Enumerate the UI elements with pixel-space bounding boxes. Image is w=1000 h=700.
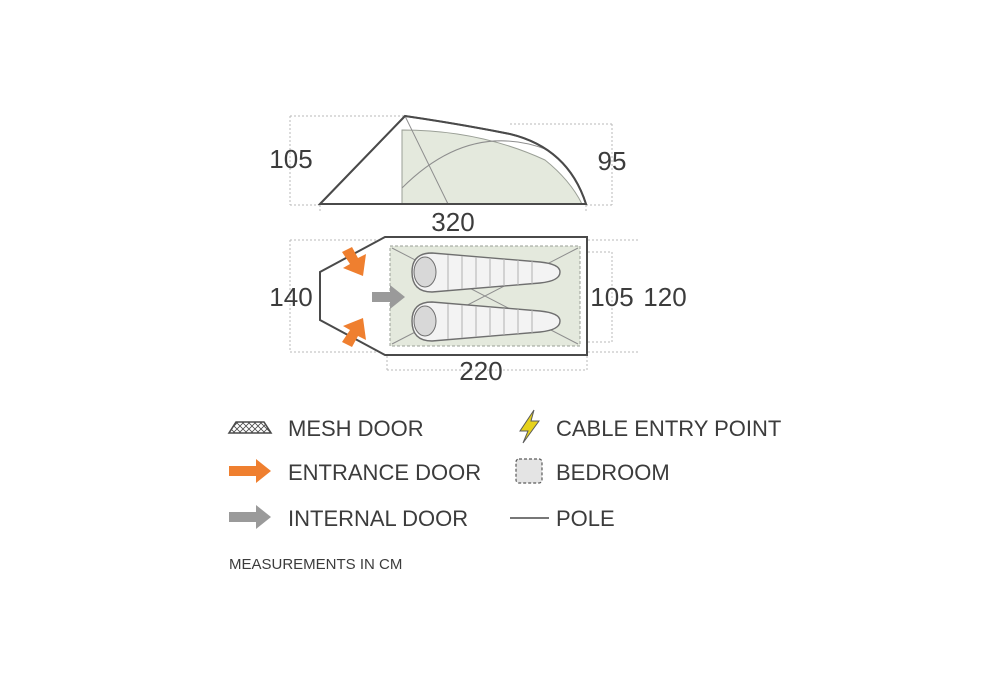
- side-view: 105 95 320: [269, 114, 627, 237]
- sleeping-bag-bottom: [411, 301, 561, 342]
- legend-internal-door-label: INTERNAL DOOR: [288, 506, 468, 531]
- inner-length-guide: [386, 352, 588, 371]
- entrance-door-arrow-top: [342, 247, 366, 276]
- total-width-guide: [289, 239, 385, 353]
- mesh-door-icon: [227, 421, 273, 434]
- entrance-door-arrow-bottom: [342, 318, 366, 347]
- side-inner-tent: [401, 129, 583, 205]
- sleeping-bag-top: [411, 252, 561, 293]
- outer-width-guide: [588, 239, 640, 353]
- side-outline: [317, 114, 588, 205]
- cable-entry-point-icon: [519, 409, 540, 444]
- legend-cable-entry-point-label: CABLE ENTRY POINT: [556, 416, 781, 441]
- legend-mesh-door-label: MESH DOOR: [288, 416, 424, 441]
- bedroom-icon: [515, 458, 543, 484]
- total-length-label: 320: [431, 207, 474, 237]
- total-width-label: 140: [269, 282, 312, 312]
- side-height-left-label: 105: [269, 144, 312, 174]
- legend-pole-label: POLE: [556, 506, 615, 531]
- side-height-right-guide: [510, 123, 613, 206]
- inner-width-label: 105: [590, 282, 633, 312]
- internal-door-icon: [229, 505, 271, 529]
- side-height-left-guide: [289, 115, 405, 206]
- legend-bedroom-label: BEDROOM: [556, 460, 670, 485]
- inner-length-label: 220: [459, 356, 502, 386]
- side-height-right-label: 95: [598, 146, 627, 176]
- internal-door-arrow: [372, 285, 405, 309]
- side-pole: [401, 115, 549, 205]
- measurements-note: MEASUREMENTS IN CM: [229, 556, 402, 573]
- inner-width-guide: [588, 251, 613, 343]
- outer-width-label: 120: [643, 282, 686, 312]
- entrance-door-icon: [229, 459, 271, 483]
- total-length-guide: [319, 205, 587, 212]
- legend-entrance-door-label: ENTRANCE DOOR: [288, 460, 481, 485]
- top-view: 140 220 105 120: [269, 236, 687, 386]
- legend: MESH DOOR ENTRANCE DOOR INTERNAL DOOR CA…: [227, 409, 781, 573]
